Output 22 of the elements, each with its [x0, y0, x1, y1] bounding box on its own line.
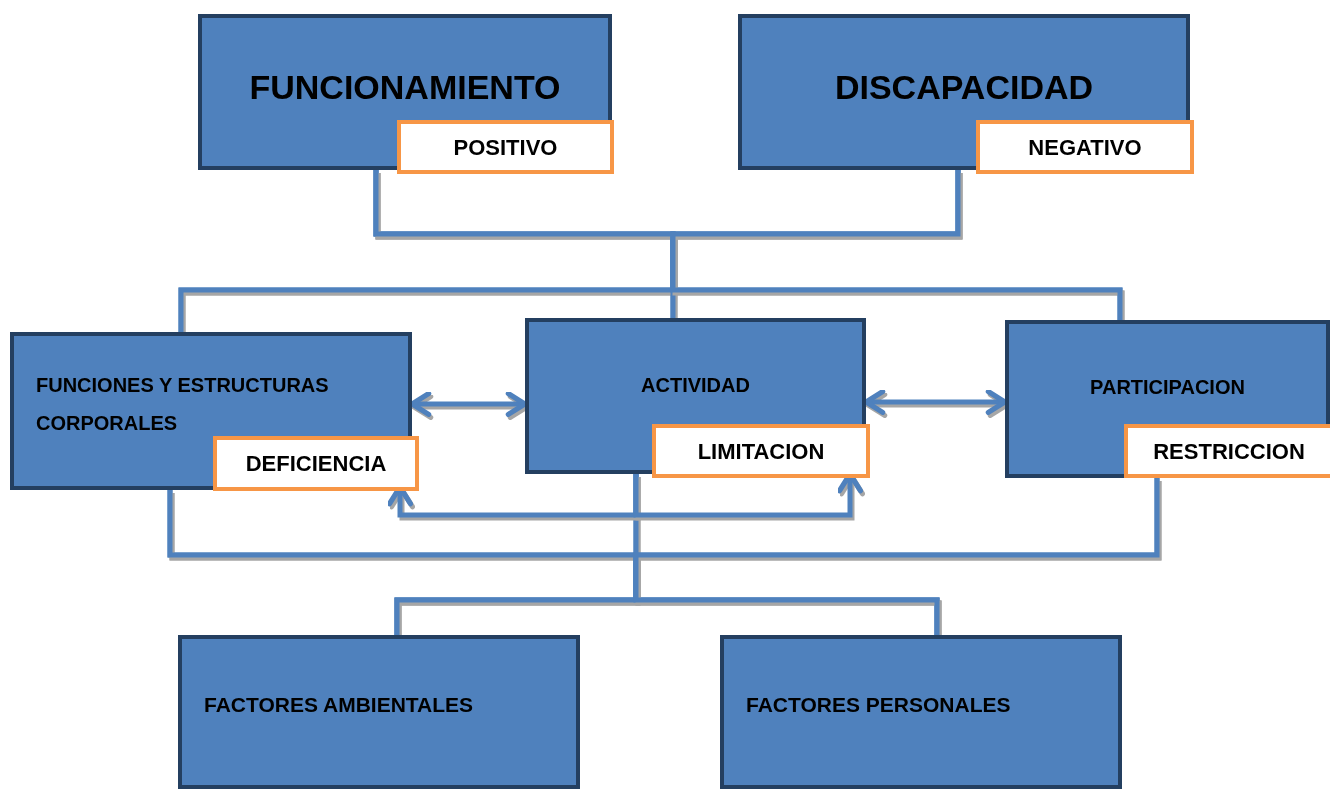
- box-label: POSITIVO: [453, 133, 558, 162]
- box-label: NEGATIVO: [1028, 133, 1142, 162]
- concept-box: [1005, 320, 1330, 478]
- concept-box: [178, 635, 580, 789]
- box-label: PARTICIPACION: [1090, 376, 1245, 398]
- label-box: [397, 120, 614, 174]
- connector-line: [633, 478, 1160, 635]
- label-box: [213, 436, 419, 491]
- box-label: FUNCIONES Y ESTRUCTURAS CORPORALES: [36, 374, 329, 434]
- label-box: [1124, 424, 1330, 478]
- box-label: DISCAPACIDAD: [834, 68, 1094, 106]
- box-label: LIMITACION: [697, 437, 825, 466]
- box-label: FACTORES PERSONALES: [746, 693, 1011, 716]
- label-box: [652, 424, 870, 478]
- concept-box: [720, 635, 1122, 789]
- box-label: RESTRICCION: [1153, 437, 1305, 466]
- box-label: FACTORES AMBIENTALES: [204, 693, 474, 716]
- connector-line: [670, 170, 1123, 320]
- box-label: ACTIVIDAD: [641, 374, 750, 396]
- label-box: [976, 120, 1194, 174]
- box-label: FUNCIONAMIENTO: [249, 68, 561, 106]
- box-label: DEFICIENCIA: [245, 450, 387, 478]
